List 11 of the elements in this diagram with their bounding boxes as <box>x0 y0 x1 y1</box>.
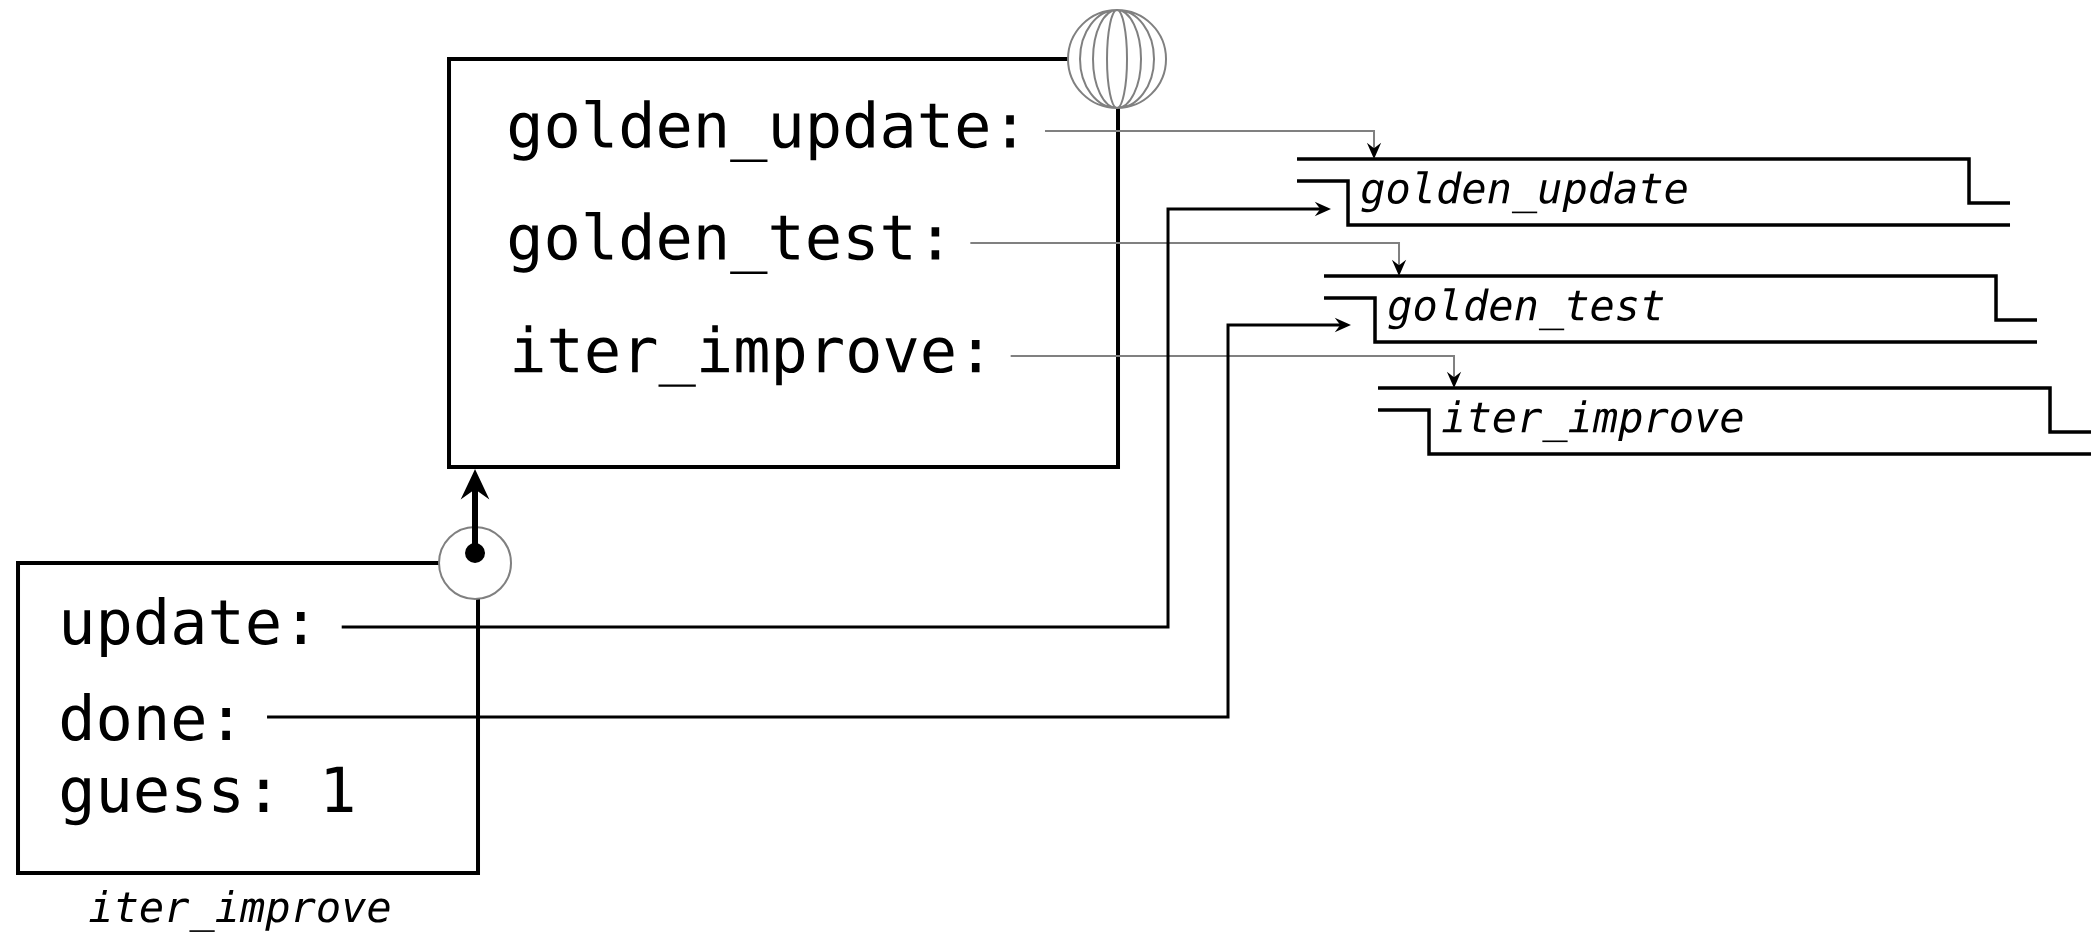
binding-text: golden_update: <box>509 99 1014 162</box>
binding-text: golden_test: <box>509 211 940 274</box>
function-object: golden_update <box>1295 157 2012 227</box>
binding-text: guess: 1 <box>61 766 353 826</box>
binding-text: iter_improve: <box>514 325 980 387</box>
binding-text: update: <box>64 597 305 657</box>
function-object: golden_test <box>1322 274 2039 344</box>
frame-label: iter_improve <box>89 890 390 932</box>
pointer-circle <box>438 526 512 600</box>
binding-text: done: <box>61 693 230 741</box>
function-object: iter_improve <box>1376 386 2091 456</box>
